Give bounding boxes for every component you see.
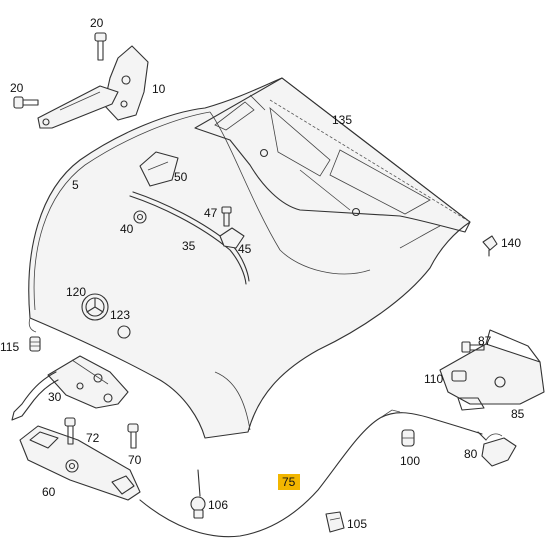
label-highlight: [278, 474, 300, 490]
release-handle[interactable]: [477, 431, 517, 467]
cable-grommet[interactable]: [401, 429, 415, 447]
label-45: 45: [238, 242, 252, 256]
panel-clip[interactable]: [482, 235, 498, 257]
grommet[interactable]: [133, 210, 147, 224]
hinge-bolt-upper[interactable]: [94, 32, 107, 61]
cable-clip[interactable]: [451, 370, 467, 382]
star-emblem[interactable]: [81, 293, 109, 321]
cable-holder-clip[interactable]: [325, 511, 345, 533]
label-100: 100: [400, 454, 420, 468]
label-30: 30: [48, 390, 62, 404]
label-123: 123: [110, 308, 130, 322]
label-105: 105: [347, 517, 367, 531]
label-10: 10: [152, 82, 166, 96]
lock-screw[interactable]: [64, 417, 76, 445]
hood-hinge[interactable]: [37, 45, 149, 129]
label-115: 115: [0, 340, 19, 354]
label-70: 70: [128, 453, 142, 467]
label-75: 75: [282, 475, 296, 489]
label-35: 35: [182, 239, 196, 253]
label-135: 135: [332, 113, 352, 127]
rubber-bumper[interactable]: [29, 336, 41, 352]
label-20-left: 20: [10, 81, 24, 95]
label-20-upper: 20: [90, 16, 104, 30]
cable-tie[interactable]: [190, 469, 206, 519]
lock-bolt[interactable]: [127, 423, 139, 449]
label-50: 50: [174, 170, 188, 184]
label-106: 106: [208, 498, 228, 512]
hood-inner-frame[interactable]: [194, 77, 471, 249]
label-40: 40: [120, 222, 134, 236]
release-cable[interactable]: [139, 409, 483, 538]
label-140: 140: [501, 236, 521, 250]
label-80: 80: [464, 447, 478, 461]
bolt[interactable]: [221, 206, 232, 227]
hinge-bolt-left[interactable]: [13, 96, 39, 109]
label-87: 87: [478, 334, 492, 348]
rod-clip[interactable]: [219, 227, 245, 249]
hood-lock[interactable]: [11, 355, 129, 421]
label-5: 5: [72, 178, 79, 192]
label-120: 120: [66, 285, 86, 299]
label-72: 72: [86, 431, 100, 445]
label-85: 85: [511, 407, 525, 421]
label-60: 60: [42, 485, 56, 499]
lock-striker-plate[interactable]: [19, 425, 141, 501]
release-lever-bracket[interactable]: [439, 329, 545, 411]
emblem-cap[interactable]: [117, 325, 131, 339]
hood-panel[interactable]: [28, 77, 471, 439]
label-110: 110: [424, 372, 443, 386]
label-47: 47: [204, 206, 218, 220]
bracket-screw[interactable]: [461, 341, 485, 353]
hood-latch-bracket[interactable]: [139, 151, 179, 187]
